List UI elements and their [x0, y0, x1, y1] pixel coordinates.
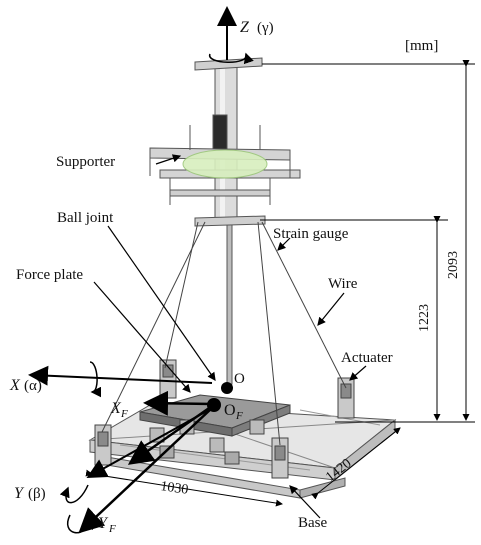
of-label: O — [224, 402, 236, 419]
actuater-label: Actuater — [341, 350, 393, 366]
xf-axis-label: X — [110, 400, 122, 417]
force-plate-label: Force plate — [16, 267, 83, 283]
origin-label: O — [234, 371, 245, 387]
x-rotation-label: (α) — [24, 378, 42, 394]
dimension-lines — [85, 60, 475, 507]
wire-label: Wire — [328, 276, 358, 292]
y-rotation-label: (β) — [28, 486, 46, 502]
yf-axis-label: Y — [98, 515, 109, 532]
unit-label: [mm] — [405, 38, 438, 54]
z-axis-label: Z — [240, 19, 250, 36]
of-subscript: F — [235, 410, 243, 422]
ball-joint-label: Ball joint — [57, 210, 114, 226]
x-axis — [28, 361, 213, 398]
total-height-dimension-label: 2093 — [446, 251, 461, 279]
leader-lines — [93, 154, 367, 519]
origin-o-point — [221, 382, 233, 394]
x-axis-label: X — [9, 377, 21, 394]
yf-axis-subscript: F — [108, 523, 116, 535]
z-axis — [209, 6, 254, 65]
width-dimension-label: 1030 — [159, 479, 189, 498]
strain-gauge-bar — [194, 215, 266, 227]
base-label: Base — [298, 515, 328, 531]
force-plate-axes — [67, 390, 213, 534]
mid-height-dimension-label: 1223 — [417, 304, 432, 332]
supporter-frame — [149, 125, 301, 205]
supporter-label: Supporter — [56, 154, 115, 170]
origin-of-point — [207, 398, 221, 412]
z-rotation-label: (γ) — [257, 20, 274, 36]
strain-gauge-label: Strain gauge — [273, 226, 349, 242]
y-axis-label: Y — [14, 485, 25, 502]
xf-axis-subscript: F — [120, 408, 128, 420]
wires — [101, 221, 347, 446]
actuator-posts — [94, 359, 355, 479]
